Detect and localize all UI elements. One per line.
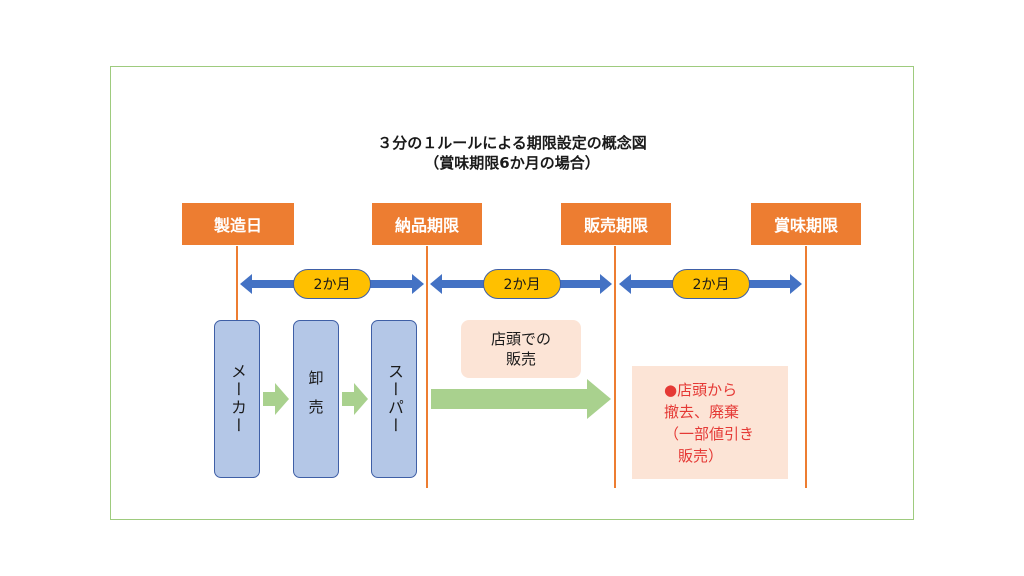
disposal-line2: 撤去、廃棄 <box>664 402 740 421</box>
milestone-delivery-deadline: 納品期限 <box>372 203 482 245</box>
flow-arrow-store-sale <box>431 379 611 419</box>
flow-arrow-maker-to-wholesale <box>263 383 289 415</box>
flow-arrow-wholesale-to-super <box>342 383 368 415</box>
red-dot-icon: ● <box>664 380 678 399</box>
store-sale-line1: 店頭での <box>490 330 551 348</box>
diagram-subtitle: （賞味期限6か月の場合） <box>424 154 600 172</box>
disposal-line1: 店頭から <box>677 380 738 399</box>
period-label-3: 2か月 <box>672 269 750 299</box>
period-label-1: 2か月 <box>293 269 371 299</box>
timeline-line-manufacture <box>236 246 238 322</box>
timeline-line-sales <box>614 246 616 488</box>
actor-maker: メーカー <box>214 320 260 478</box>
diagram-title: ３分の１ルールによる期限設定の概念図 <box>377 134 647 152</box>
store-sale-line2: 販売 <box>505 350 536 368</box>
milestone-sales-deadline: 販売期限 <box>561 203 671 245</box>
diagram-frame <box>110 66 914 520</box>
timeline-line-expiry <box>805 246 807 488</box>
actor-wholesale: 卸売 <box>293 320 339 478</box>
disposal-line3: （一部値引き <box>664 424 755 443</box>
milestone-manufacture-date: 製造日 <box>182 203 294 245</box>
actor-supermarket: スーパー <box>371 320 417 478</box>
disposal-note: ●店頭から 撤去、廃棄 （一部値引き 販売） <box>632 366 788 479</box>
timeline-line-delivery <box>426 246 428 488</box>
actor-maker-label: メーカー <box>228 363 247 435</box>
store-sale-note: 店頭での 販売 <box>461 320 581 378</box>
disposal-line4: 販売） <box>678 446 724 465</box>
milestone-best-before-date: 賞味期限 <box>751 203 861 245</box>
actor-supermarket-label: スーパー <box>385 363 404 435</box>
actor-wholesale-label: 卸売 <box>306 370 325 428</box>
period-label-2: 2か月 <box>483 269 561 299</box>
